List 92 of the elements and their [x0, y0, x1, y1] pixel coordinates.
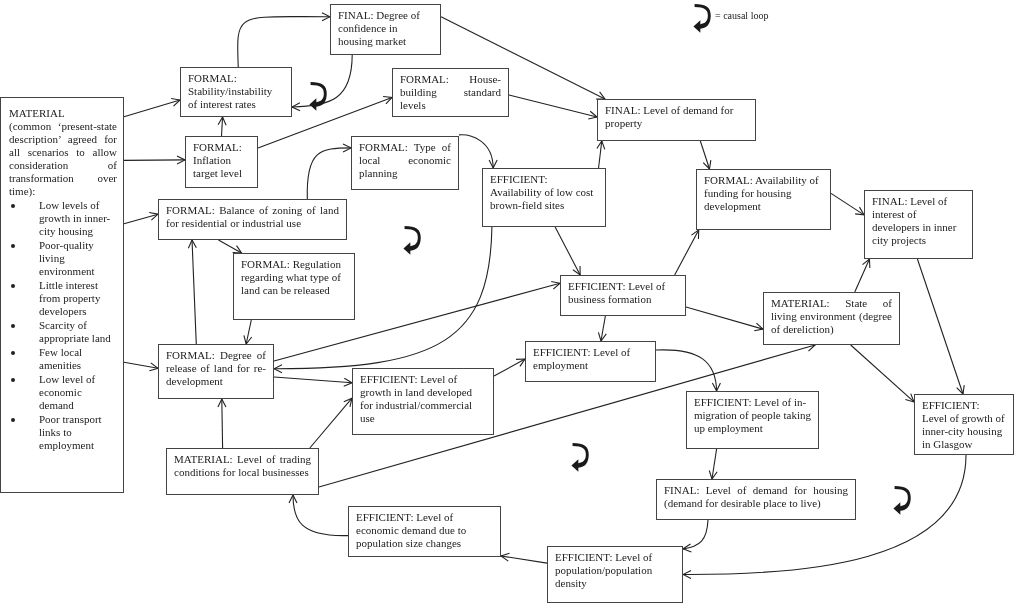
bullet-item: Poor-quality living environment [39, 239, 96, 278]
text-box [392, 68, 509, 117]
arrow [217, 116, 227, 137]
arrow [243, 319, 253, 345]
box-text: FORMAL: Inflation target level [193, 141, 243, 180]
box-text: FORMAL: House-building standard levels [400, 73, 501, 112]
text-box [0, 97, 124, 493]
box-text: FORMAL: Type of local economic planning [359, 141, 451, 180]
text-box [597, 99, 756, 141]
box-text: FINAL: Degree of confidence in housing market [338, 9, 421, 48]
text-box [686, 391, 819, 449]
arrow [458, 134, 498, 169]
box-text: (common ‘present-state description’ agreed for all scenarios to allow consideration of transformation over time): [9, 120, 117, 198]
arrow [554, 226, 581, 276]
text-box [158, 344, 274, 399]
text-box [185, 136, 258, 188]
text-box [864, 190, 973, 259]
arrow [273, 280, 561, 362]
text-box [547, 546, 683, 603]
arrow [187, 239, 197, 345]
arrow [500, 552, 548, 564]
arrow [596, 140, 606, 169]
text-box [351, 136, 459, 190]
box-text: EFFICIENT: Availability of low cost brown-field sites [490, 173, 595, 212]
box-text: FINAL: Level of interest of developers in inner city projects [872, 195, 958, 247]
arrow [257, 95, 393, 149]
arrow [708, 448, 718, 480]
text-box [166, 448, 319, 495]
arrow [655, 349, 721, 392]
text-box [233, 253, 355, 320]
box-text: FORMAL: Stability/instability of interest rates [188, 72, 274, 111]
arrow [830, 192, 865, 216]
arrow [508, 94, 598, 120]
text-box [914, 394, 1014, 455]
arrow [440, 16, 606, 100]
box-text: FINAL: Level of demand for property [605, 104, 735, 130]
bullet-item: Poor transport links to employment [39, 413, 103, 452]
arrow [597, 315, 607, 342]
text-box [348, 506, 501, 557]
box-text: FORMAL: Balance of zoning of land for residential or industrial use [166, 204, 339, 230]
bullet-item: Low level of economic demand [39, 373, 97, 412]
arrow [291, 54, 353, 112]
box-text: EFFICIENT: Level of employment [533, 346, 632, 372]
box-text: MATERIAL: Level of trading conditions for local businesses [174, 453, 311, 479]
box-text: FORMAL: Availability of funding for housing development [704, 174, 820, 213]
arrow [273, 226, 493, 374]
text-box [763, 292, 900, 345]
arrow [123, 155, 186, 165]
box-text: FORMAL: Regulation regarding what type of land can be released [241, 258, 342, 297]
box-text: EFFICIENT: Level of in-migration of people taking up employment [694, 396, 811, 435]
text-box [525, 341, 656, 382]
box-text: FORMAL: Degree of release of land for re-development [166, 349, 266, 388]
text-box [352, 368, 494, 435]
box-text: MATERIAL: State of living environment (degree of dereliction) [771, 297, 892, 336]
text-box [158, 199, 347, 240]
bullet-item: Low levels of growth in inner-city housing [39, 199, 112, 238]
legend-text: = causal loop [715, 9, 769, 22]
arrow [682, 454, 967, 579]
arrow [306, 143, 352, 200]
text-box [330, 4, 441, 55]
arrow [288, 494, 349, 537]
arrow [217, 398, 227, 449]
text-box [656, 479, 856, 520]
arrow [674, 229, 700, 276]
text-box [560, 275, 686, 316]
box-text: FINAL: Level of demand for housing (demand for desirable place to live) [664, 484, 848, 510]
box-text: EFFICIENT: Level of growth in land developed for industrial/commercial use [360, 373, 474, 425]
bullet-item: Little interest from property developers [39, 279, 102, 318]
arrow [916, 258, 965, 395]
text-box [482, 168, 606, 227]
arrow [123, 361, 159, 372]
box-text: MATERIAL [9, 107, 66, 120]
text-box [180, 67, 292, 117]
box-text: EFFICIENT: Level of population/population density [555, 551, 654, 590]
arrow [854, 258, 871, 293]
bullet-item: Few local amenities [39, 346, 84, 372]
arrow [682, 519, 709, 553]
box-text: EFFICIENT: Level of business formation [568, 280, 667, 306]
arrow [309, 397, 353, 449]
arrow [493, 358, 526, 377]
arrow [850, 344, 915, 403]
bullet-item: Scarcity of appropriate land [39, 319, 112, 345]
text-box [696, 169, 831, 230]
arrow [237, 12, 331, 68]
arrow [123, 211, 159, 225]
box-text: EFFICIENT: Level of economic demand due to population size changes [356, 511, 468, 550]
arrow [685, 306, 764, 332]
arrow [699, 140, 712, 170]
box-text: EFFICIENT: Level of growth of inner-city housing in Glasgow [922, 399, 1006, 451]
arrow [217, 239, 243, 254]
arrow [123, 97, 181, 118]
arrow [273, 376, 353, 387]
